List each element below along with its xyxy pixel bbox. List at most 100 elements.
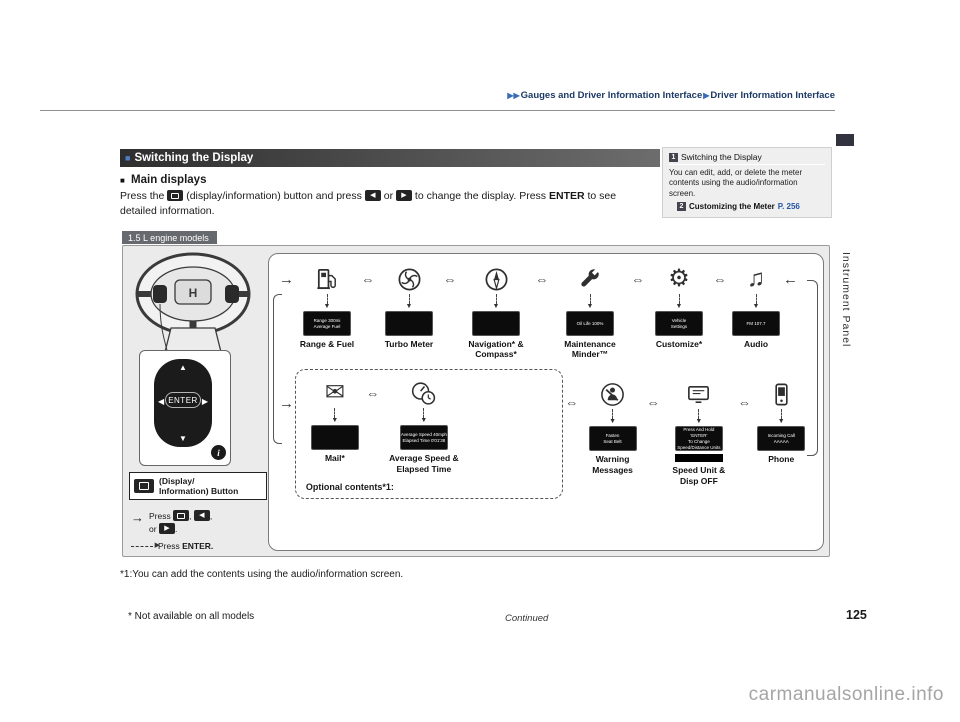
down-arrow-icon: ▼ — [406, 294, 412, 311]
dashed-arrow-icon — [131, 541, 160, 549]
diagram-legend: → Press , , or . Press ENTER. — [131, 510, 281, 556]
info-button: i — [211, 445, 226, 460]
swap-arrow-icon: ⇔ — [713, 272, 727, 287]
down-arrow-icon: ▼ — [324, 294, 330, 311]
swap-arrow-icon: ⇔ — [535, 272, 549, 287]
flow-item-label: Speed Unit &Disp OFF — [672, 465, 726, 486]
display-button-label: (Display/ Information) Button — [159, 476, 239, 497]
cross-reference-link[interactable]: 2 Customizing the Meter P. 256 — [677, 202, 825, 212]
swap-arrow-icon: ⇔ — [366, 386, 380, 402]
steering-controls-detail: ▲ ◀ ▶ ▼ ENTER i — [139, 350, 231, 466]
flow-item-speed-unit: ▼ Press And Hold 'ENTER' To Change Speed… — [662, 379, 735, 486]
page-number: 125 — [846, 608, 867, 622]
average-speed-screen-thumbnail: Average Speed 40mph Elapsed Time 0'01'38 — [399, 425, 448, 451]
flow-item-audio: ♫ ▼ FM 107.7 Audio — [729, 264, 783, 349]
connector-line-left — [273, 294, 282, 444]
optional-contents-box: ✉ ▼ Mail* ⇔ ▼ Average Speed 40mph Elapse… — [294, 369, 563, 499]
swap-arrow-icon: ⇔ — [646, 395, 660, 411]
music-note-icon: ♫ — [747, 265, 765, 292]
breadcrumb-arrows-icon: ▶▶ — [507, 91, 520, 100]
connector-line-right — [807, 280, 818, 456]
optional-displays-row: → ✉ ▼ Mail* ⇔ ▼ Average Speed 40m — [279, 369, 809, 499]
turbo-screen-thumbnail — [385, 311, 433, 336]
legend-press-row: → Press , , or . — [131, 510, 281, 536]
flow-item-customize: ⚙ ▼ Vehicle Settings Customize* — [647, 264, 711, 349]
gear-icon: ⚙ — [668, 265, 690, 292]
flow-item-label: Range & Fuel — [299, 339, 355, 349]
header-divider — [40, 110, 835, 111]
breadcrumb: ▶▶Gauges and Driver Information Interfac… — [506, 90, 835, 101]
down-arrow-icon: ▼ — [587, 294, 593, 311]
display-flow-panel: → ▼ Range 300mi Average Fuel Range & Fue… — [268, 253, 824, 551]
optional-contents-caption: Optional contents*1: — [305, 481, 394, 492]
watermark: carmanualsonline.info — [748, 684, 944, 705]
left-button-icon — [193, 510, 210, 522]
phone-screen-thumbnail: Incoming Call AAAAA — [757, 426, 806, 452]
display-button-callout: (Display/ Information) Button — [129, 472, 267, 501]
right-button-icon — [158, 522, 175, 534]
seatbelt-warning-icon — [599, 379, 626, 409]
ref-2-icon: 2 — [677, 202, 686, 212]
down-arrow-icon: ▼ — [753, 294, 759, 311]
swap-arrow-icon: ⇔ — [565, 395, 579, 411]
flow-item-navigation-compass: ▼ Navigation* &Compass* — [459, 264, 533, 359]
down-arrow-icon: ▼ — [778, 409, 785, 426]
subsection-square-icon: ■ — [120, 176, 125, 185]
flow-in-arrow-icon: → — [279, 271, 294, 288]
svg-text:H: H — [189, 286, 198, 300]
enter-button[interactable]: ENTER — [165, 392, 201, 408]
speed-gauge-clock-icon — [410, 378, 437, 408]
pad-left-button[interactable]: ◀ — [158, 397, 165, 406]
swap-arrow-icon: ⇔ — [443, 272, 457, 287]
speed-unit-screen-thumbnail: Press And Hold 'ENTER' To Change Speed/D… — [674, 426, 723, 452]
footnote-models: * Not available on all models — [128, 611, 255, 622]
mail-screen-thumbnail — [310, 425, 359, 451]
mail-icon: ✉ — [324, 379, 345, 407]
reference-note-box: 1 Switching the Display You can edit, ad… — [662, 147, 832, 219]
swap-arrow-icon: ⇔ — [738, 395, 752, 411]
subsection-heading: ■ Main displays — [120, 174, 207, 186]
flow-item-label: Phone — [768, 454, 795, 465]
fuel-pump-icon — [314, 264, 341, 294]
footnote-1: *1:You can add the contents using the au… — [120, 569, 404, 580]
pad-down-button[interactable]: ▼ — [179, 434, 187, 443]
flow-item-label: Customize* — [655, 339, 703, 349]
solid-arrow-icon: → — [131, 510, 144, 525]
pad-up-button[interactable]: ▲ — [179, 363, 187, 372]
flow-item-label: Audio — [743, 339, 769, 349]
note-header: 1 Switching the Display — [669, 152, 825, 165]
pad-right-button[interactable]: ▶ — [201, 397, 208, 406]
display-info-button-icon — [167, 190, 184, 201]
display-control-pad: ▲ ◀ ▶ ▼ ENTER — [154, 359, 212, 447]
compass-icon — [483, 264, 510, 294]
section-square-icon: ■ — [125, 153, 131, 163]
flow-item-label: Turbo Meter — [384, 339, 434, 349]
range-fuel-screen-thumbnail: Range 300mi Average Fuel — [303, 311, 351, 336]
flow-item-label: Navigation* &Compass* — [468, 339, 524, 360]
display-screen-icon — [685, 379, 712, 409]
breadcrumb-part2: Driver Information Interface — [710, 90, 835, 101]
page-reference[interactable]: P. 256 — [777, 202, 800, 212]
flow-in-arrow-icon: → — [279, 395, 294, 413]
swap-arrow-icon: ⇔ — [631, 272, 645, 287]
down-arrow-icon: ▼ — [420, 408, 427, 425]
down-arrow-icon: ▼ — [609, 409, 616, 426]
down-arrow-icon: ▼ — [695, 409, 702, 426]
flow-item-label: Mail* — [324, 453, 345, 464]
flow-item-mail: ✉ ▼ Mail* — [306, 378, 364, 463]
engine-models-tab: 1.5 L engine models — [122, 231, 217, 244]
breadcrumb-part1: Gauges and Driver Information Interface — [520, 90, 703, 101]
body-text: Press the (display/information) button a… — [120, 189, 655, 218]
breadcrumb-arrow-icon: ▶ — [703, 91, 710, 100]
legend-enter-row: Press ENTER. — [131, 540, 281, 553]
steering-wheel-area: H ▲ ◀ ▶ ▼ ENTER i (Disp — [123, 246, 268, 558]
left-button-icon — [364, 190, 381, 201]
continued-label: Continued — [505, 613, 549, 624]
down-arrow-icon: ▼ — [493, 294, 499, 311]
swap-arrow-icon: ⇔ — [361, 272, 375, 287]
display-info-button-icon — [173, 510, 190, 521]
maintenance-screen-thumbnail: Oil Life 100% — [566, 311, 614, 336]
